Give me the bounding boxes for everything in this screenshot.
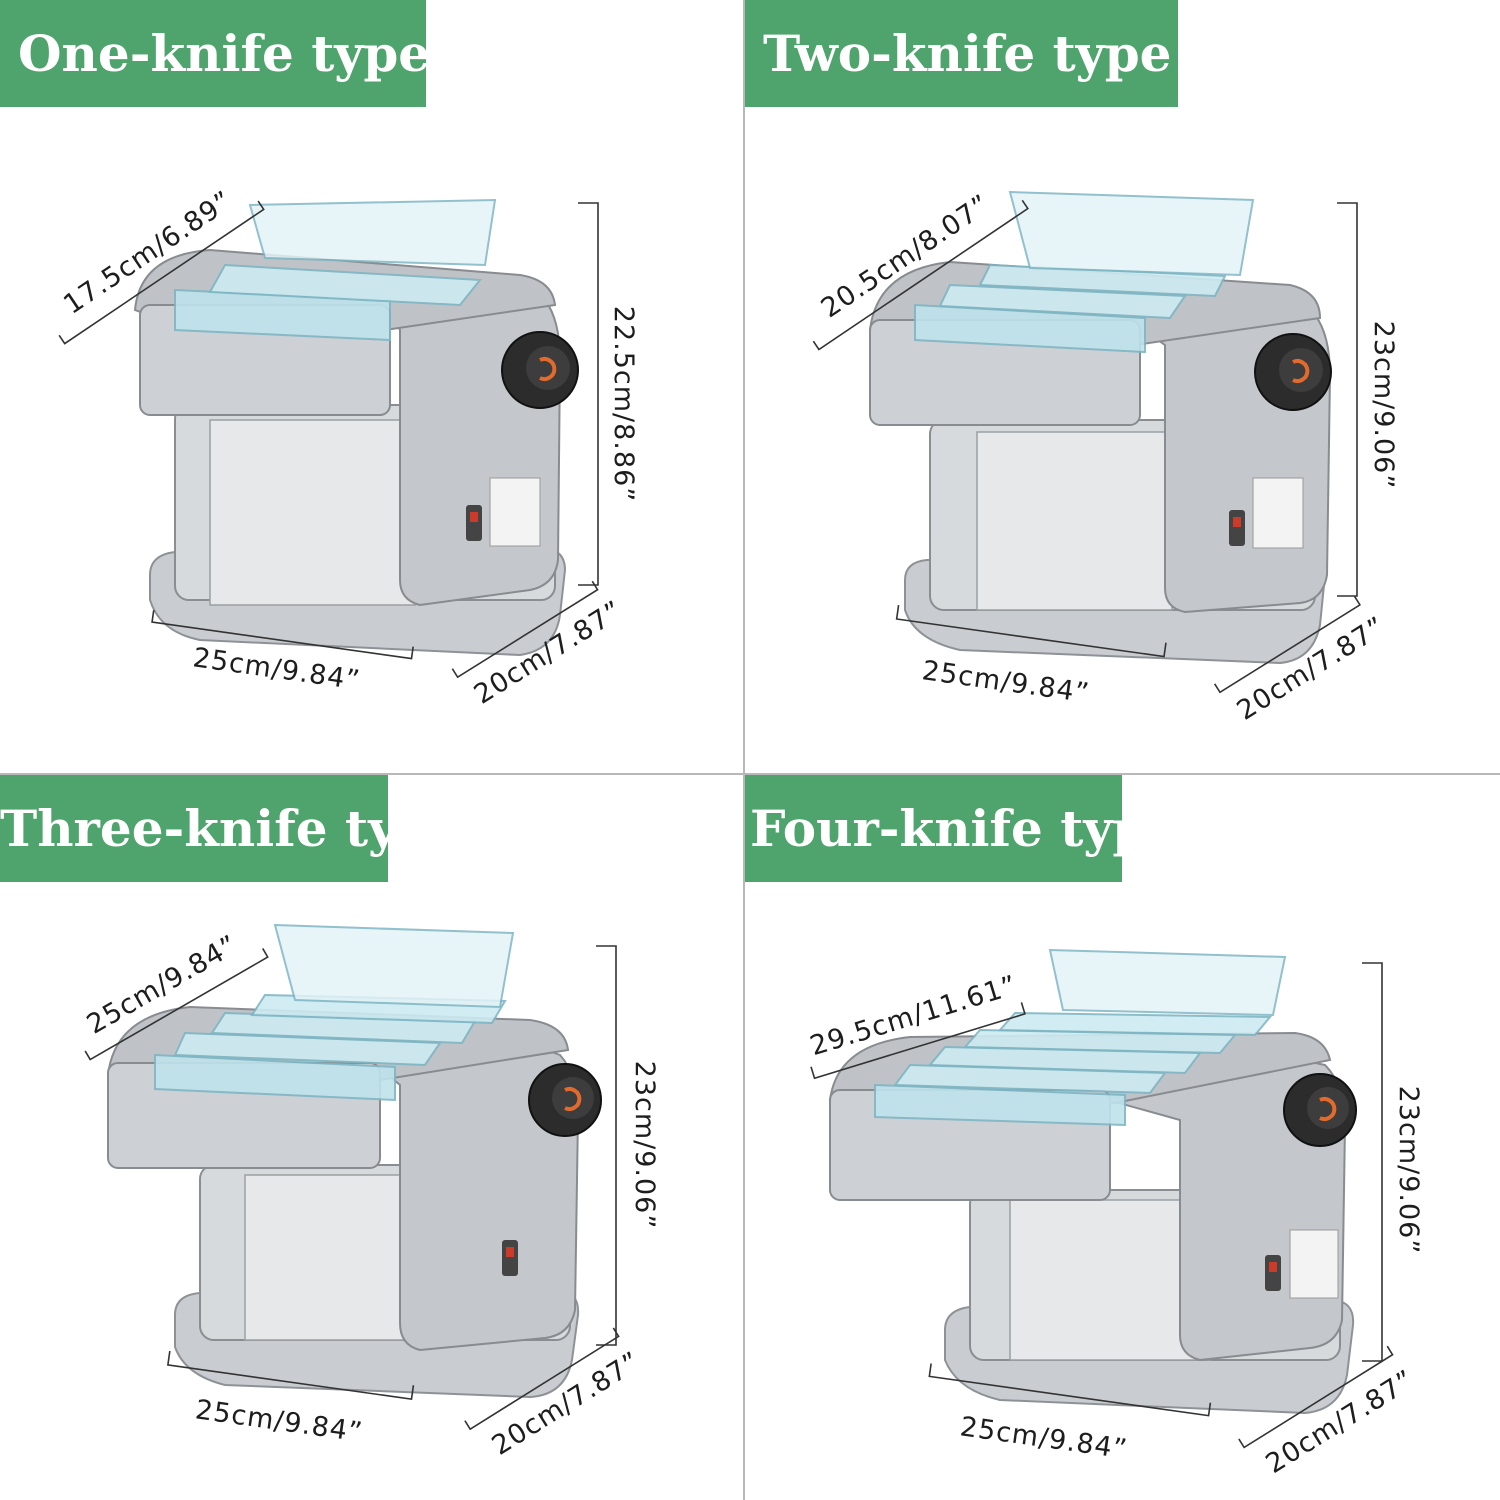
- pasta-machine-image: [868, 190, 1332, 665]
- three-knife-product-illustration: 25cm/9.84” 23cm/9.06” 25cm/9.84” 20cm/7.…: [82, 923, 660, 1462]
- two-knife-width-dimension: 25cm/9.84”: [920, 655, 1091, 709]
- three-knife-width-dimension: 25cm/9.84”: [193, 1394, 364, 1448]
- two-knife-height-dimension: 23cm/9.06”: [1368, 321, 1399, 490]
- pasta-machine-image: [106, 923, 602, 1399]
- one-knife-type-label: One-knife type: [0, 0, 426, 107]
- two-knife-type-label: Two-knife type: [745, 0, 1178, 107]
- four-knife-height-dimension: 23cm/9.06”: [1393, 1086, 1424, 1255]
- panel-three-knife: 25cm/9.84” 23cm/9.06” 25cm/9.84” 20cm/7.…: [0, 775, 743, 1500]
- vertical-divider: [743, 0, 745, 1500]
- panel-two-knife: 20.5cm/8.07” 23cm/9.06” 25cm/9.84” 20cm/…: [745, 0, 1488, 727]
- four-knife-product-illustration: 29.5cm/11.61” 23cm/9.06” 25cm/9.84” 20cm…: [807, 948, 1424, 1480]
- panel-one-knife: 17.5cm/6.89” 22.5cm/8.86” 25cm/9.84” 20c…: [0, 0, 743, 725]
- panel-four-knife: 29.5cm/11.61” 23cm/9.06” 25cm/9.84” 20cm…: [745, 775, 1488, 1500]
- three-knife-type-label: Three-knife type: [0, 775, 388, 882]
- one-knife-width-dimension: 25cm/9.84”: [191, 642, 362, 696]
- horizontal-divider: [0, 773, 1500, 775]
- one-knife-product-illustration: 17.5cm/6.89” 22.5cm/8.86” 25cm/9.84” 20c…: [58, 185, 639, 711]
- pasta-machine-image: [133, 198, 579, 657]
- one-knife-height-dimension: 22.5cm/8.86”: [608, 306, 639, 502]
- four-knife-type-label: Four-knife type: [745, 775, 1122, 882]
- four-knife-width-dimension: 25cm/9.84”: [958, 1411, 1129, 1465]
- two-knife-product-illustration: 20.5cm/8.07” 23cm/9.06” 25cm/9.84” 20cm/…: [812, 189, 1399, 727]
- three-knife-height-dimension: 23cm/9.06”: [629, 1061, 660, 1230]
- pasta-machine-image: [828, 948, 1357, 1415]
